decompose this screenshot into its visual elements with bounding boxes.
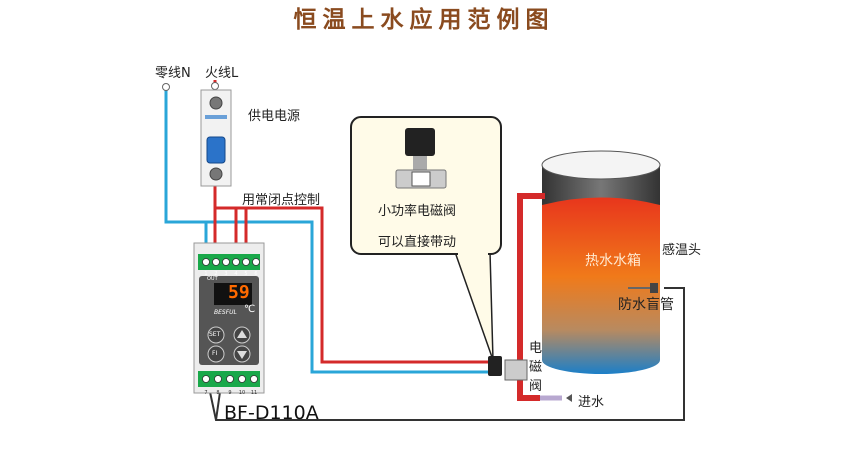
solenoid-valve-icon <box>488 356 528 381</box>
neutral-wire <box>164 90 494 374</box>
nc-control-label: 用常闭点控制 <box>242 193 321 208</box>
valve-label-2: 磁 <box>529 360 543 375</box>
circuit-breaker-icon <box>200 89 232 187</box>
page-title: 恒温上水应用范例图 <box>293 7 555 33</box>
brand-label: BESFUL <box>214 309 237 316</box>
live-terminal-icon <box>211 82 219 90</box>
terminal-number: 7 <box>204 390 207 396</box>
callout-line2: 可以直接带动 <box>378 235 457 250</box>
fi-button[interactable]: FI <box>212 350 218 357</box>
live-label: 火线L <box>205 66 239 81</box>
up-arrow-icon <box>237 330 247 338</box>
set-button[interactable]: SET <box>209 331 221 338</box>
terminal-number: 2 <box>214 271 217 277</box>
water-inlet-label: 进水 <box>578 395 605 410</box>
down-arrow-icon <box>237 351 247 359</box>
power-supply-label: 供电电源 <box>248 109 301 124</box>
unit-label: ℃ <box>244 304 256 315</box>
terminal-number: 4 <box>234 271 237 277</box>
valve-callout <box>350 116 502 361</box>
sensor-sleeve-label: 防水盲管 <box>618 297 674 313</box>
valve-label-3: 阀 <box>529 379 543 394</box>
terminal-number: 8 <box>216 390 219 396</box>
temperature-controller <box>193 242 265 394</box>
terminal-number: 5 <box>244 271 247 277</box>
temperature-display: 59 <box>228 282 250 303</box>
terminal-number: 10 <box>239 390 245 396</box>
hot-water-tank <box>541 150 661 374</box>
terminal-number: 6 <box>254 271 257 277</box>
terminal-number: 1 <box>204 271 207 277</box>
valve-label-1: 电 <box>529 341 543 356</box>
terminal-screws <box>202 258 260 383</box>
temperature-sensor-icon <box>628 283 658 293</box>
out-indicator: OUT <box>207 276 218 282</box>
model-label: BF-D110A <box>224 402 319 424</box>
inlet-arrow-icon <box>566 394 572 402</box>
sensor-wire <box>209 287 685 421</box>
solenoid-valve-icon <box>395 128 447 189</box>
neutral-terminal-icon <box>162 83 170 91</box>
neutral-label: 零线N <box>155 66 191 81</box>
terminal-number: 9 <box>228 390 231 396</box>
inlet-pipe <box>517 193 545 401</box>
sensor-label: 感温头 <box>662 243 702 258</box>
terminal-number: 11 <box>251 390 257 396</box>
tank-label: 热水水箱 <box>585 253 641 269</box>
terminal-number: 3 <box>224 271 227 277</box>
callout-line1: 小功率电磁阀 <box>378 204 457 219</box>
